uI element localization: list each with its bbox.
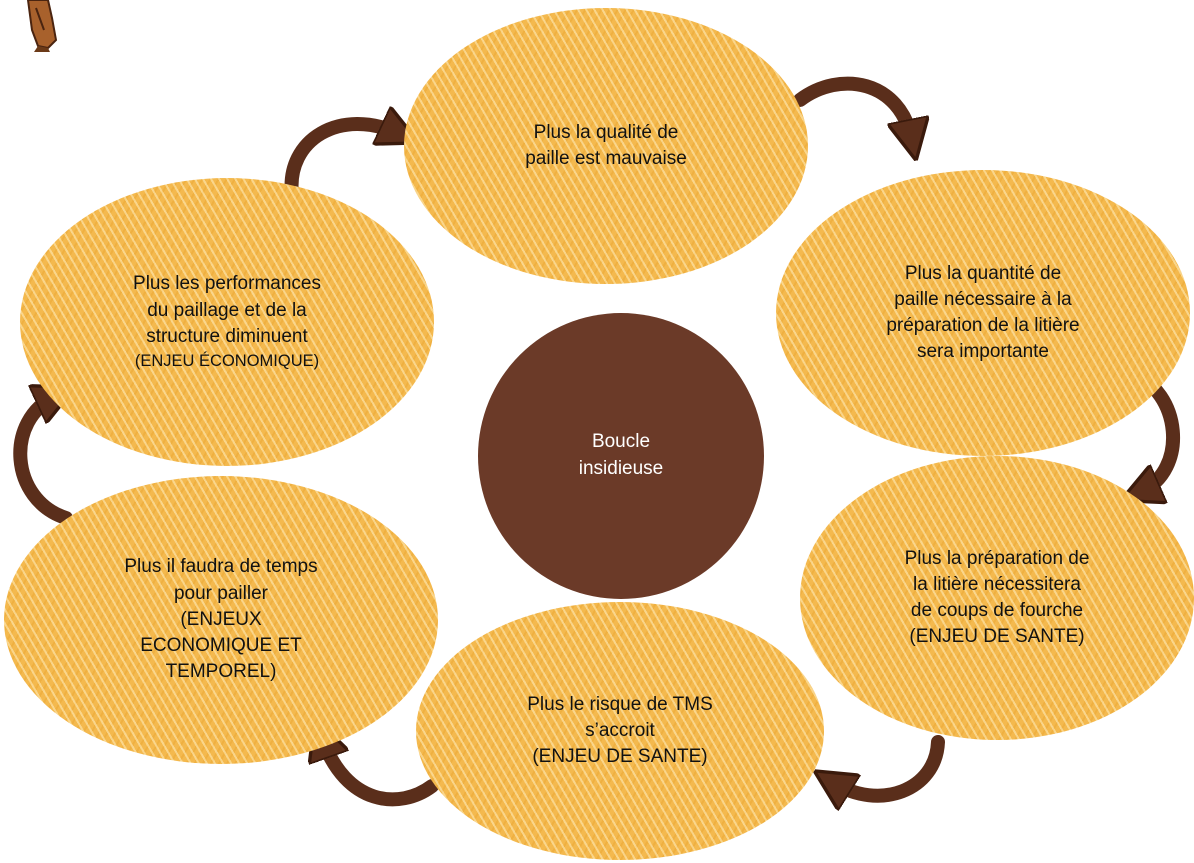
curved-arrow-icon: [322, 738, 439, 807]
node-text-line: Plus la qualité de: [533, 121, 679, 143]
node-text-line: Plus il faudra de temps: [124, 556, 318, 578]
curved-arrow-icon: [793, 76, 912, 140]
node-text-line: ECONOMIQUE ET: [140, 635, 302, 657]
node-text-line: sera importante: [916, 341, 1049, 363]
node-text-line: pour pailler: [173, 582, 268, 604]
mascot-figure-icon: [26, 0, 58, 52]
node-text-line: TEMPOREL): [165, 661, 277, 683]
node-right-bottom: Plus la préparation de la litière nécess…: [800, 456, 1194, 740]
node-text-subline: (ENJEU ÉCONOMIQUE): [134, 351, 320, 370]
node-text-line: (ENJEU DE SANTE): [909, 626, 1085, 648]
node-bottom: Plus le risque de TMS s’accroit (ENJEU D…: [416, 602, 824, 860]
node-text-line: s’accroit: [585, 719, 655, 741]
node-text-line: Plus la préparation de: [904, 547, 1090, 569]
node-text-line: de coups de fourche: [910, 600, 1084, 621]
node-text-line: préparation de la litière: [886, 315, 1080, 336]
node-text-line: Plus le risque de TMS: [527, 693, 713, 715]
node-left-top: Plus les performances du paillage et de …: [20, 178, 434, 466]
node-text-line: (ENJEUX: [180, 608, 262, 630]
node-text-line: Plus les performances: [133, 273, 321, 295]
node-right-top: Plus la quantité de paille nécessaire à …: [776, 170, 1190, 456]
center-text-line: insidieuse: [578, 458, 664, 479]
node-left-bottom: Plus il faudra de temps pour pailler (EN…: [4, 476, 438, 764]
curved-arrow-icon: [13, 396, 66, 525]
node-text-line: paille nécessaire à la: [894, 288, 1072, 310]
curved-arrow-icon: [284, 124, 400, 201]
node-text-line: la litière nécessitera: [913, 573, 1081, 595]
node-text-line: structure diminuent: [146, 325, 308, 347]
center-text-line: Boucle: [591, 431, 651, 453]
node-text-line: (ENJEU DE SANTE): [532, 746, 708, 768]
center-node: Boucle insidieuse: [478, 313, 764, 599]
curved-arrow-icon: [832, 735, 945, 796]
node-text-line: Plus la quantité de: [904, 262, 1062, 284]
node-top: Plus la qualité de paille est mauvaise: [404, 8, 808, 284]
node-text-line: du paillage et de la: [147, 299, 307, 321]
node-text-line: paille est mauvaise: [525, 148, 687, 169]
